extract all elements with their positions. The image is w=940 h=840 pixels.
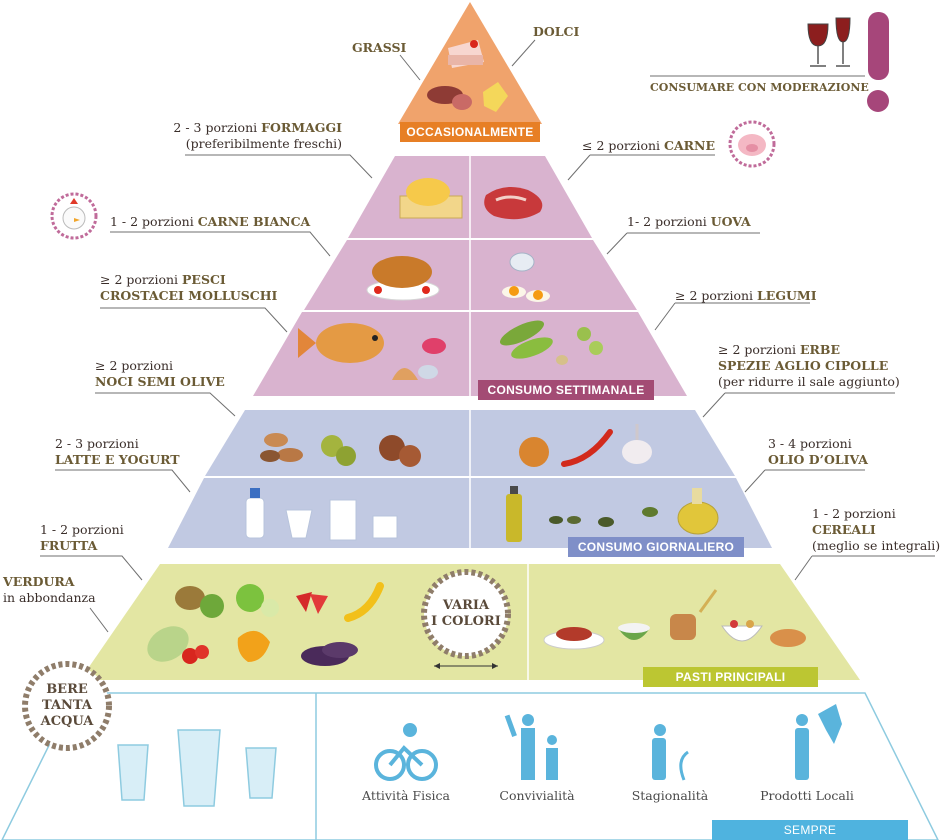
peas-icon [499,320,553,359]
chili-icon [561,429,613,467]
label-cereali: 1 - 2 porzioni CEREALI (meglio se integr… [812,506,940,553]
label-varia-colori: VARIA I COLORI [431,598,501,629]
butter-icon [483,82,508,112]
rice-bowl-icon [618,623,650,640]
label-erbe: ≥ 2 porzioni ERBE SPEZIE AGLIO CIPOLLE (… [718,342,900,389]
chicken-icon [50,192,98,240]
label-carne: ≤ 2 porzioni CARNE [582,138,716,153]
bread-icon [670,589,718,640]
banana-icon [344,582,384,622]
oil-bottle-icon [506,486,522,542]
badge-sempre: SEMPRE [712,820,908,840]
oil-carafe-icon [677,488,719,535]
meat-icon [484,186,543,220]
milk-carton-icon [329,499,357,541]
water-glasses-icon [117,729,277,807]
garlic-icon [622,424,652,464]
label-noci: ≥ 2 porzioni NOCI SEMI OLIVE [95,358,225,389]
exclamation-icon [867,12,889,112]
cabbage-icon [147,626,189,662]
people-icon [504,714,558,780]
cheese-box-icon [372,515,398,539]
label-legumi: ≥ 2 porzioni LEGUMI [675,288,817,303]
label-moderazione: CONSUMARE CON MODERAZIONE [650,81,869,94]
label-formaggi: 2 - 3 porzioni FORMAGGI (preferibilmente… [173,120,342,151]
onion-icon [519,437,549,467]
apple-icon [236,584,279,617]
varia-colori-badge [421,569,511,669]
label-olio: 3 - 4 porzioni OLIO D’OLIVA [768,436,868,467]
bicycle-icon [374,723,438,781]
label-pesci: ≥ 2 porzioni PESCI CROSTACEI MOLLUSCHI [100,272,278,303]
cereal-bowl-icon [721,620,763,642]
fish-icon [298,323,384,363]
label-attivita-fisica: Attività Fisica [362,788,450,803]
milk-bottle-icon [245,488,265,539]
salami-icon [427,86,472,110]
cheese-icon [399,178,463,219]
beans-icon [556,327,603,365]
kiwi-icon [175,586,224,618]
hazelnuts-icon [379,435,421,467]
label-uova: 1- 2 porzioni UOVA [627,214,751,229]
label-latte: 2 - 3 porzioni LATTE E YOGURT [55,436,180,467]
label-bere-acqua: BERE TANTA ACQUA [40,682,94,729]
label-dolci: DOLCI [533,24,580,39]
water-badge [22,661,112,751]
badge-consumo-giornaliero: CONSUMO GIORNALIERO [568,537,744,557]
label-prodotti-locali: Prodotti Locali [760,788,854,803]
label-grassi: GRASSI [352,40,407,55]
bread-roll-icon [770,629,806,647]
olive-branch-icon [549,507,658,527]
shell-icon [392,365,438,380]
badge-occasionalmente: OCCASIONALMENTE [400,122,540,142]
nuts-icon [260,433,303,462]
label-convivialita: Convivialità [499,788,575,803]
tier-base [1,692,939,840]
label-stagionalita: Stagionalità [631,788,709,803]
eggs-icon [502,252,550,302]
gardening-icon [652,724,689,781]
label-frutta: 1 - 2 porzioni FRUTTA [40,522,124,553]
wine-glasses-icon [807,17,851,67]
roast-chicken-icon [366,256,440,301]
badge-pasti-principali: PASTI PRINCIPALI [643,667,818,687]
tomato-icon [182,645,209,664]
label-carne-bianca: 1 - 2 porzioni CARNE BIANCA [110,214,311,229]
crab-icon [422,338,446,354]
cake-icon [448,40,484,68]
local-products-icon [795,704,842,780]
badge-consumo-settimanale: CONSUMO SETTIMANALE [478,380,654,400]
strawberries-icon [296,592,328,614]
eggplant-icon [301,642,358,666]
yogurt-icon [285,509,313,539]
pasta-icon [543,627,605,650]
pepper-icon [237,630,270,662]
label-verdura: VERDURA in abbondanza [3,574,96,605]
pig-icon [728,120,776,168]
olives-icon [321,435,356,466]
